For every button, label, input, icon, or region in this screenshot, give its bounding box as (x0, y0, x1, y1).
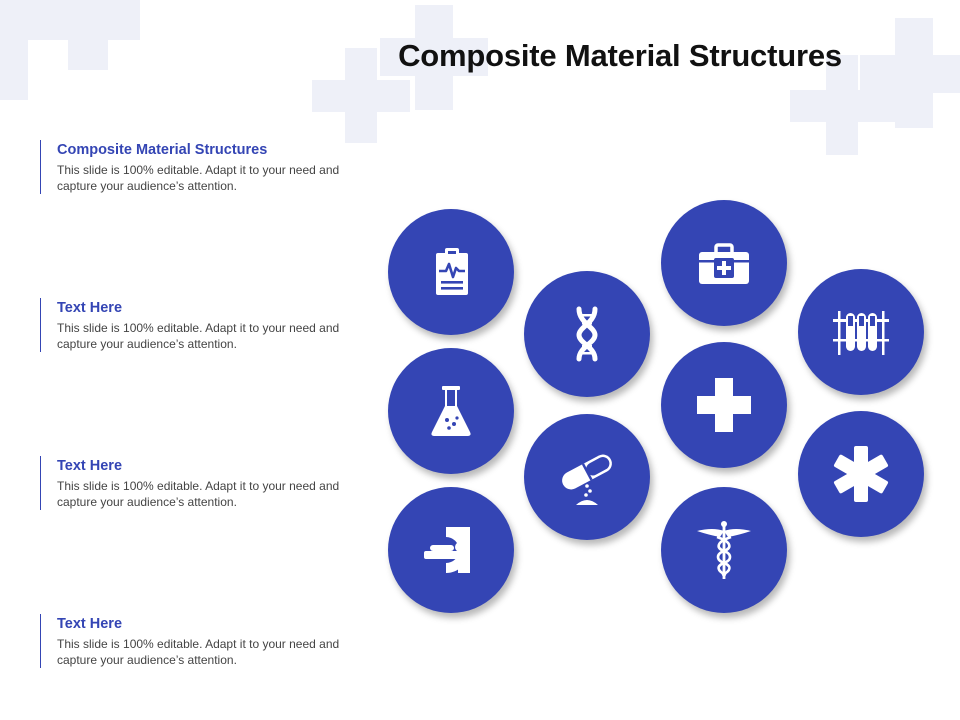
icon-circle (661, 487, 787, 613)
icon-circle (661, 200, 787, 326)
test-tubes-icon (833, 311, 889, 355)
background-cross (312, 80, 410, 112)
medical-cross-icon (697, 378, 751, 432)
text-block-1: Composite Material Structures This slide… (40, 140, 377, 194)
icon-circle (388, 487, 514, 613)
text-block-heading: Text Here (57, 300, 123, 316)
text-block-2: Text Here This slide is 100% editable. A… (40, 298, 377, 352)
background-cross (380, 38, 488, 76)
flask-icon (431, 386, 471, 436)
text-block-body: This slide is 100% editable. Adapt it to… (57, 479, 340, 509)
text-block-heading: Text Here (57, 458, 123, 474)
asterisk-icon (833, 446, 889, 502)
icon-circle (798, 269, 924, 395)
text-block-heading: Text Here (57, 616, 123, 632)
page-title: Composite Material Structures (398, 38, 842, 73)
clipboard-heartbeat-icon (436, 248, 468, 295)
background-cross (790, 90, 895, 122)
text-block-body: This slide is 100% editable. Adapt it to… (57, 637, 340, 667)
medical-kit-icon (699, 243, 749, 284)
icon-circle (661, 342, 787, 468)
background-cross (68, 0, 108, 70)
text-block-3: Text Here This slide is 100% editable. A… (40, 456, 377, 510)
background-cross (860, 55, 960, 93)
icon-circle (388, 209, 514, 335)
caduceus-icon (697, 521, 751, 579)
background-cross (0, 0, 28, 100)
icon-circle (524, 271, 650, 397)
icon-circle (388, 348, 514, 474)
text-block-4: Text Here This slide is 100% editable. A… (40, 614, 377, 668)
mri-scanner-icon (424, 527, 470, 573)
icon-circle (524, 414, 650, 540)
text-block-body: This slide is 100% editable. Adapt it to… (57, 321, 340, 351)
text-block-heading: Composite Material Structures (57, 142, 268, 158)
icon-circle (798, 411, 924, 537)
pill-capsule-icon (562, 454, 612, 505)
text-block-body: This slide is 100% editable. Adapt it to… (57, 163, 340, 193)
dna-icon (576, 306, 598, 362)
